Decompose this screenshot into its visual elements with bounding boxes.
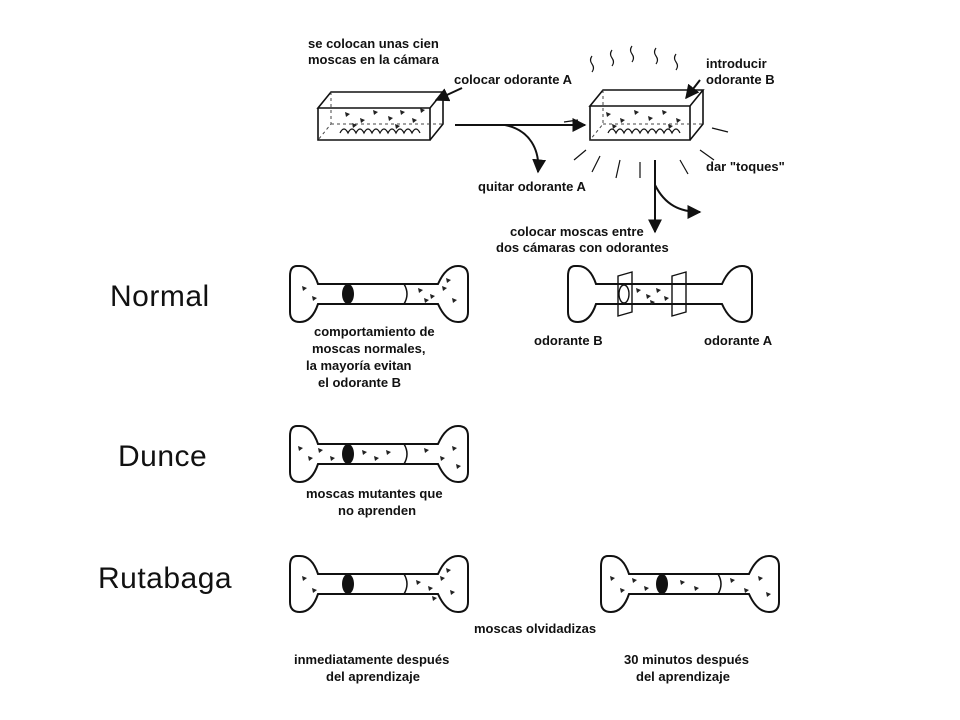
- training-label-place-between-1: colocar moscas entre: [510, 224, 644, 239]
- normal-caption-2: moscas normales,: [312, 341, 425, 356]
- arrow-odor-b: [685, 79, 701, 100]
- test-label-odor-a: odorante A: [704, 333, 773, 348]
- normal-caption-1: comportamiento de: [314, 324, 435, 339]
- training-label-place-between-2: dos cámaras con odorantes: [496, 240, 669, 255]
- training-chamber-2: [588, 89, 705, 141]
- training-label-shocks: dar "toques": [706, 159, 785, 174]
- row-label-rutabaga: Rutabaga: [98, 562, 233, 595]
- shock-rays: [563, 45, 729, 179]
- rutabaga-left-caption-2: del aprendizaje: [326, 669, 420, 684]
- row-label-dunce: Dunce: [118, 440, 208, 473]
- normal-result-flies: [302, 278, 457, 303]
- training-label-remove-odor-a: quitar odorante A: [478, 179, 586, 194]
- dunce-caption-2: no aprenden: [338, 503, 416, 518]
- training-label-place-flies-1: se colocan unas cien: [308, 36, 439, 51]
- normal-caption-3: la mayoría evitan: [306, 358, 412, 373]
- normal-result-tube: [289, 264, 469, 324]
- row-label-normal: Normal: [110, 280, 210, 313]
- arrow-odor-a: [434, 87, 463, 102]
- arrow-side-branch: [654, 184, 702, 219]
- rutabaga-30min-tube: [600, 554, 780, 614]
- training-label-introduce-b-2: odorante B: [706, 72, 775, 87]
- normal-test-flies: [636, 288, 669, 305]
- normal-test-tube: [567, 264, 753, 324]
- rutabaga-center-label: moscas olvidadizas: [474, 621, 596, 636]
- rutabaga-left-caption-1: inmediatamente después: [294, 652, 449, 667]
- dunce-caption-1: moscas mutantes que: [306, 486, 443, 501]
- training-label-introduce-b-1: introducir: [706, 56, 767, 71]
- training-chamber-1: [316, 91, 445, 141]
- rutabaga-right-caption-1: 30 minutos después: [624, 652, 749, 667]
- dunce-result-tube: [289, 424, 469, 484]
- rutabaga-right-caption-2: del aprendizaje: [636, 669, 730, 684]
- normal-caption-4: el odorante B: [318, 375, 401, 390]
- training-flies-1: [345, 108, 425, 129]
- training-label-odor-a: colocar odorante A: [454, 72, 573, 87]
- training-label-place-flies-2: moscas en la cámara: [308, 52, 440, 67]
- rutabaga-immediate-tube: [289, 554, 469, 614]
- arrow-remove-odor-a: [504, 124, 547, 174]
- test-label-odor-b: odorante B: [534, 333, 603, 348]
- training-flies-2: [606, 110, 681, 129]
- rutabaga-30min-flies: [610, 576, 771, 597]
- rutabaga-immediate-flies: [302, 568, 455, 601]
- dunce-result-flies: [298, 446, 461, 469]
